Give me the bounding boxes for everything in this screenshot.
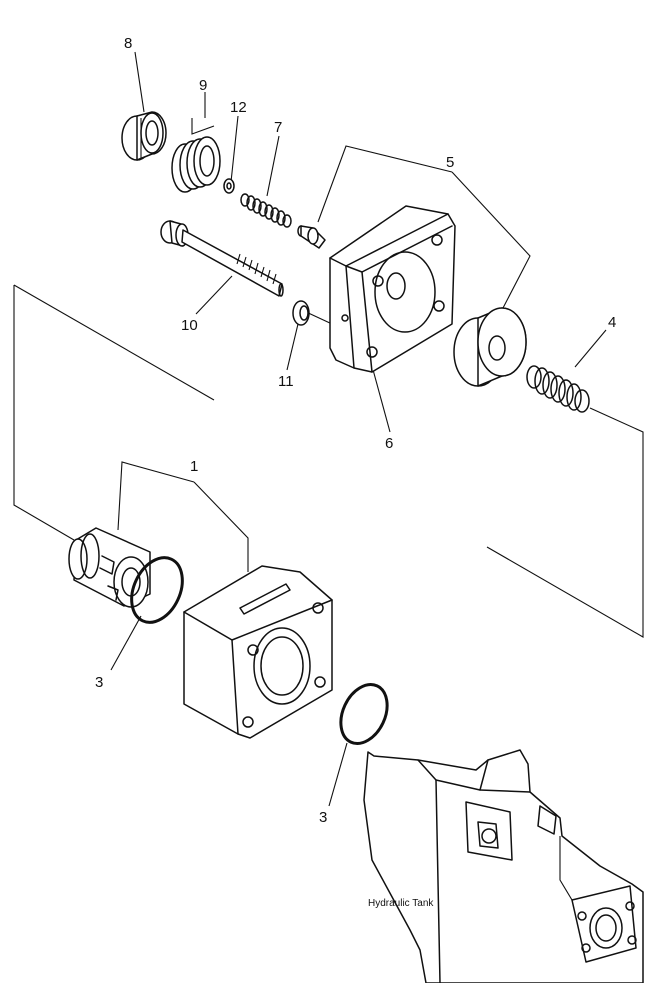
callout-4: 4: [608, 314, 616, 331]
spring-part-4: [526, 365, 590, 413]
leader-lines: [13, 51, 644, 807]
poppet: [297, 225, 326, 249]
hydraulic-tank: [363, 749, 644, 983]
washer-part-11: [292, 300, 310, 326]
valve-seat-disc: [453, 307, 527, 387]
bolt-part-10: [160, 220, 284, 297]
callout-5: 5: [446, 154, 454, 171]
callout-10: 10: [181, 317, 198, 334]
valve-body-part-6: [329, 205, 456, 373]
flange-block-part-1: [183, 565, 333, 739]
callout-1: 1: [190, 458, 198, 475]
callout-8: 8: [124, 35, 132, 52]
callout-3-lower: 3: [319, 809, 327, 826]
o-ring-part-3-upper: [130, 556, 184, 624]
callout-3-upper: 3: [95, 674, 103, 691]
hydraulic-tank-caption: Hydraulic Tank: [368, 898, 434, 909]
callout-9: 9: [199, 77, 207, 94]
spring-part-9: [171, 136, 221, 193]
spring-part-7: [240, 193, 292, 228]
callout-11: 11: [278, 373, 294, 390]
callout-6: 6: [385, 435, 393, 452]
callout-12: 12: [230, 99, 247, 116]
washer-part-12: [223, 178, 235, 194]
callout-7: 7: [274, 119, 282, 136]
spool-sleeve: [68, 527, 151, 608]
callout-labels: 1 3 3 4 5 6 7 8 9 10 11 12: [95, 35, 616, 826]
o-ring-part-3-lower: [339, 683, 389, 745]
plug-part-8: [121, 111, 167, 161]
